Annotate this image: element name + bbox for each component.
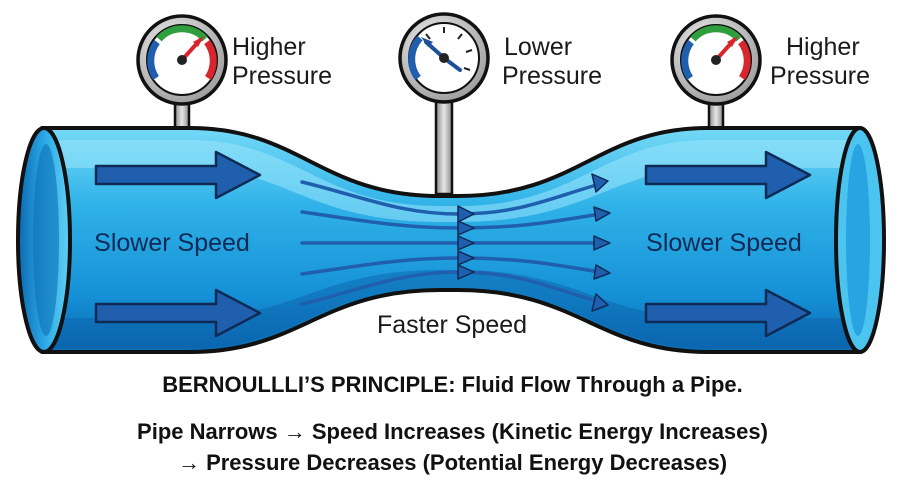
- middle-gauge-label-line-2: Pressure: [502, 62, 602, 90]
- gauge-hub: [711, 55, 721, 65]
- gauge-scale-red: [738, 39, 751, 80]
- pipe-inlet-inner: [33, 144, 59, 336]
- outlet-arrow-bottom: [644, 288, 812, 338]
- arrowhead: [457, 220, 475, 236]
- arrowhead: [593, 264, 611, 280]
- arrowhead: [457, 250, 475, 266]
- arrowhead: [457, 205, 475, 223]
- middle-pressure-gauge: [398, 12, 490, 104]
- gauge-scale-blue: [147, 39, 160, 80]
- streamline-arrowheads: [457, 173, 611, 312]
- gauge-needle-tip: [421, 37, 433, 47]
- pipe-outlet-inner: [846, 144, 870, 336]
- diagram-title: BERNOULLLI’S PRINCIPLE: Fluid Flow Throu…: [162, 372, 743, 397]
- gauge-scale-green: [156, 25, 208, 42]
- outlet-speed-label: Slower Speed: [646, 229, 802, 257]
- outlet-flow-arrows: [644, 150, 812, 338]
- arrowhead: [591, 173, 609, 193]
- middle-gauge-stem: [434, 96, 454, 196]
- gauge-scale-green: [690, 25, 742, 42]
- gauge-scale-red: [204, 39, 217, 80]
- gauge-hub: [439, 53, 449, 63]
- left-pressure-gauge: [136, 14, 228, 106]
- inlet-flow-arrows: [94, 150, 262, 338]
- gauge-scale-blue: [408, 35, 423, 81]
- right-gauge-label-line-1: Higher: [786, 33, 860, 61]
- left-gauge-label-line-2: Pressure: [232, 62, 332, 90]
- gauge-needle-tip: [727, 36, 738, 47]
- gauge-ticks: [425, 27, 473, 71]
- pipe-highlight: [46, 140, 856, 222]
- middle-gauge-label-line-1: Lower: [504, 33, 572, 61]
- explanation-line-2: → Pressure Decreases (Potential Energy D…: [177, 450, 728, 475]
- arrowhead: [457, 264, 475, 280]
- arrowhead: [593, 206, 611, 222]
- gauge-needle-tip: [193, 36, 204, 47]
- right-gauge-label-line-2: Pressure: [770, 62, 870, 90]
- inlet-arrow-top: [94, 150, 262, 200]
- throat-speed-label: Faster Speed: [377, 311, 527, 339]
- left-gauge-label-line-1: Higher: [232, 33, 306, 61]
- outlet-arrow-top: [644, 150, 812, 200]
- arrowhead: [593, 235, 611, 251]
- gauge-scale-blue: [681, 39, 694, 80]
- gauge-hub: [177, 55, 187, 65]
- inlet-arrow-bottom: [94, 288, 262, 338]
- right-pressure-gauge: [670, 14, 762, 106]
- pipe-shadow: [46, 270, 856, 348]
- arrowhead: [591, 293, 609, 312]
- arrowhead: [457, 235, 475, 251]
- explanation-line-1: Pipe Narrows → Speed Increases (Kinetic …: [137, 419, 768, 444]
- inlet-speed-label: Slower Speed: [94, 229, 250, 257]
